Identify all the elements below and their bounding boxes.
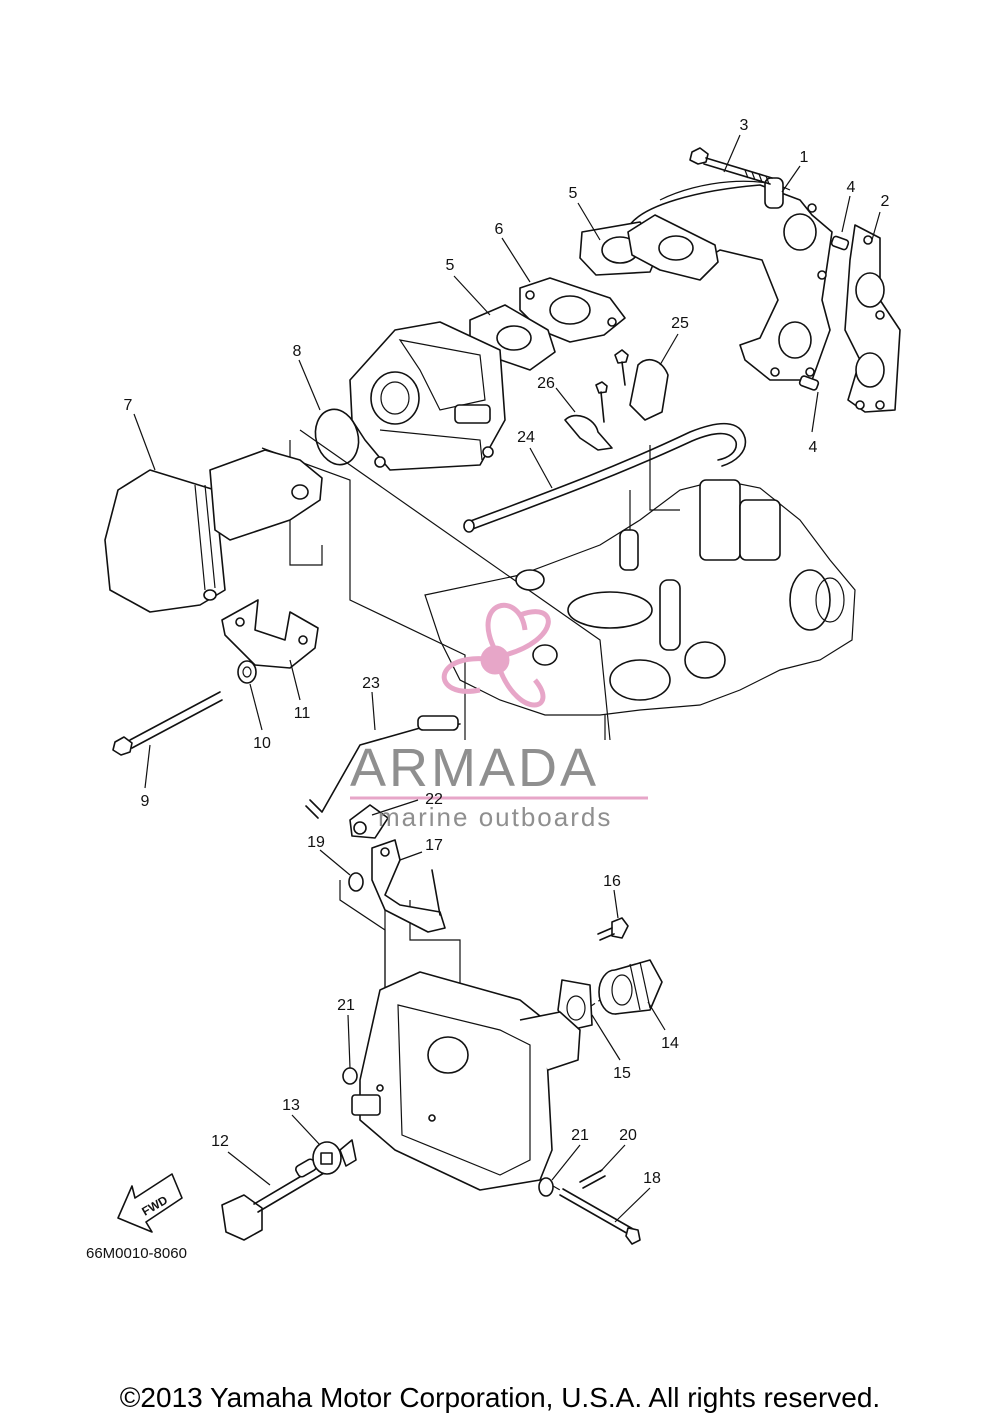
callout-21-upper: 21	[337, 997, 355, 1014]
carburetor	[349, 321, 506, 471]
diagram-code: 66M0010-8060	[86, 1245, 187, 1262]
callout-13: 13	[282, 1097, 300, 1114]
long-bolt	[559, 1188, 641, 1245]
callout-21-lower: 21	[571, 1127, 589, 1144]
callout-17: 17	[425, 837, 443, 854]
propeller-logo-icon	[441, 602, 551, 708]
callout-10: 10	[253, 735, 271, 752]
choke-lever	[371, 839, 446, 933]
silencer-bolt	[112, 691, 223, 756]
callout-14: 14	[661, 1035, 679, 1052]
choke-rod	[305, 715, 461, 819]
intake-grommet	[598, 959, 663, 1015]
fwd-arrow-icon: FWD	[117, 1173, 183, 1233]
hose-clamp-25	[614, 349, 669, 421]
insulator-gasket	[627, 214, 719, 281]
callout-4-lower: 4	[809, 439, 818, 456]
callout-18: 18	[643, 1170, 661, 1187]
callout-9: 9	[141, 793, 150, 810]
callout-3: 3	[740, 117, 749, 134]
watermark-brand: ARMADA	[350, 738, 599, 798]
manifold-bolt	[689, 147, 773, 185]
callout-16: 16	[603, 873, 621, 890]
bushing	[312, 1139, 357, 1175]
washer	[348, 872, 364, 892]
callout-23: 23	[362, 675, 380, 692]
callout-5-lower: 5	[446, 257, 455, 274]
callout-leaders	[133, 134, 881, 1223]
callout-11: 11	[294, 705, 311, 722]
o-ring	[314, 408, 360, 466]
callout-26: 26	[537, 375, 555, 392]
callout-15: 15	[613, 1065, 631, 1082]
pin	[579, 1169, 606, 1189]
callout-4-upper: 4	[847, 179, 856, 196]
callout-25: 25	[671, 315, 689, 332]
fuel-hose	[463, 422, 747, 533]
callout-5-upper: 5	[569, 185, 578, 202]
callout-1: 1	[800, 149, 809, 166]
choke-knob	[221, 1158, 325, 1241]
callout-20: 20	[619, 1127, 637, 1144]
washer-upper	[342, 1067, 358, 1085]
exhaust-manifold	[627, 177, 833, 381]
engine-block	[424, 479, 856, 740]
callout-2: 2	[881, 193, 890, 210]
dowel-pin-lower	[798, 375, 820, 391]
silencer-bracket	[221, 599, 319, 669]
washer-lower	[538, 1177, 554, 1197]
watermark-tagline: marine outboards	[378, 802, 612, 832]
callout-numbers: 1 2 3 4 4 5 5 6 7 8 9 10 11 12 13 14 15 …	[124, 117, 890, 1187]
callout-8: 8	[293, 343, 302, 360]
callout-7: 7	[124, 397, 133, 414]
manifold-gasket	[844, 224, 901, 413]
hose-clamp-26	[564, 381, 613, 451]
intake-silencer	[104, 449, 323, 613]
callout-22: 22	[425, 791, 443, 808]
intake-plate	[519, 277, 626, 343]
grommet	[237, 660, 257, 684]
lower-silencer-case	[351, 971, 581, 1191]
dowel-pin-upper	[830, 235, 850, 251]
callout-12: 12	[211, 1133, 229, 1150]
screw	[597, 917, 629, 941]
copyright-notice: ©2013 Yamaha Motor Corporation, U.S.A. A…	[120, 1382, 880, 1413]
callout-19: 19	[307, 834, 325, 851]
callout-24: 24	[517, 429, 535, 446]
armada-watermark: ARMADA marine outboards	[350, 602, 648, 832]
callout-6: 6	[495, 221, 504, 238]
